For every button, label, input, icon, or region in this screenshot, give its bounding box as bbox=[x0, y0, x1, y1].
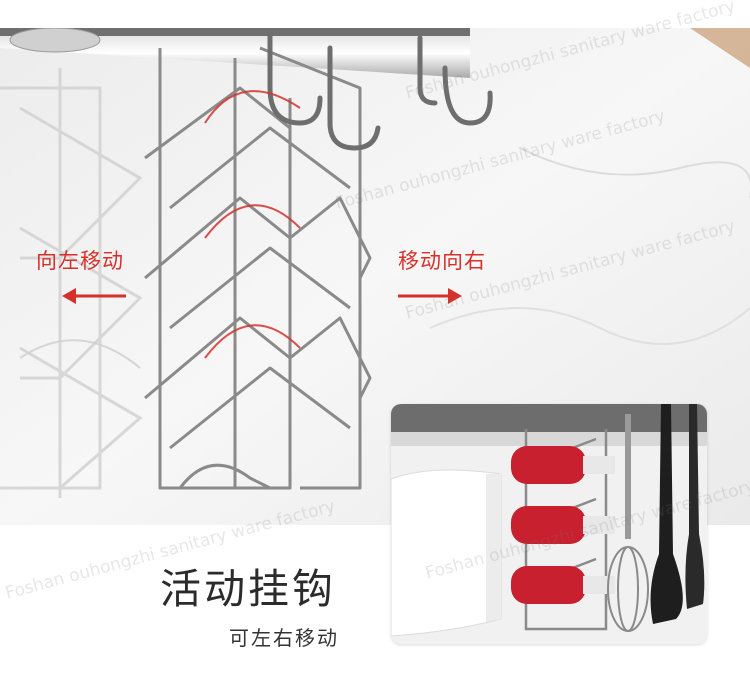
arrow-left-icon bbox=[62, 288, 126, 304]
inset-illustration bbox=[391, 404, 707, 644]
inset-photo bbox=[391, 404, 707, 644]
rack-illustration bbox=[0, 28, 750, 525]
hero-photo bbox=[0, 28, 750, 525]
arrow-right-icon bbox=[398, 288, 462, 304]
move-left-label: 向左移动 bbox=[36, 249, 124, 273]
page-subtitle: 可左右移动 bbox=[229, 626, 339, 650]
page-title: 活动挂钩 bbox=[160, 565, 336, 613]
move-right-label: 移动向右 bbox=[398, 249, 486, 273]
